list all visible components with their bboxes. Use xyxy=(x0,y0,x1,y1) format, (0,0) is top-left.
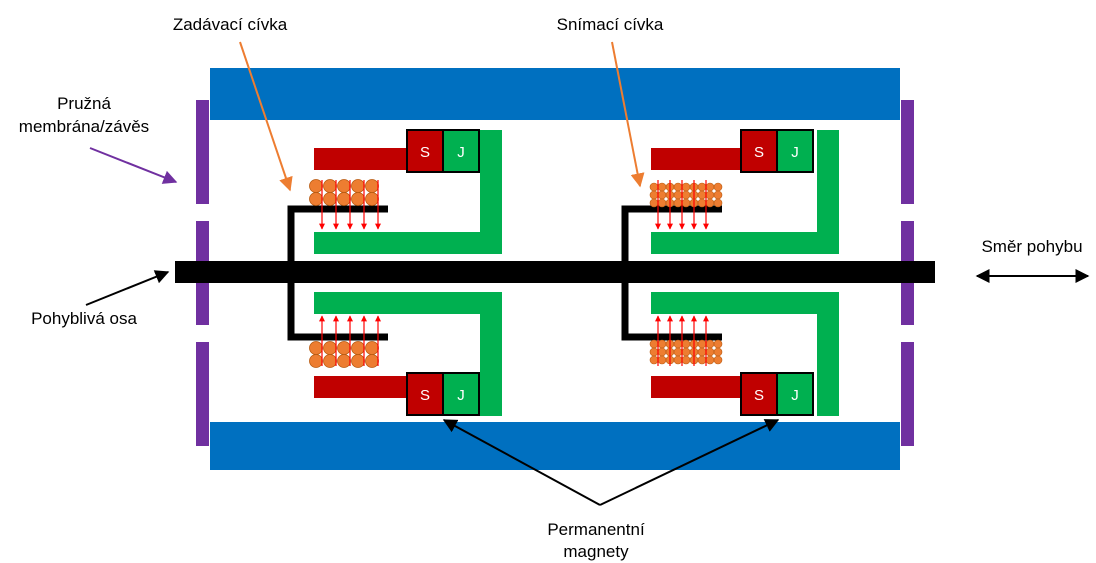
housing-bottom xyxy=(210,422,900,470)
magnet-south-top xyxy=(776,129,814,173)
housing-top xyxy=(210,68,900,120)
magnet-north-top xyxy=(406,129,444,173)
core-top xyxy=(651,232,839,254)
sense-coil-label: Snímací cívka xyxy=(557,15,664,34)
pole-south-label: J xyxy=(791,144,799,161)
membrane-left-top xyxy=(196,100,209,204)
drive-coil-top xyxy=(309,179,379,206)
flux-arrows-top xyxy=(319,180,381,230)
core-top-vertical xyxy=(480,130,502,254)
membrane-right-bottom xyxy=(901,342,914,446)
magnet-north-bottom xyxy=(740,372,778,416)
sense-coil-leader xyxy=(611,41,645,188)
drive-coil-label: Zadávací cívka xyxy=(173,15,288,34)
core-top xyxy=(314,232,502,254)
flux-arrows-top xyxy=(655,180,709,230)
pole-north-label: S xyxy=(420,387,430,404)
drive-coil-bottom xyxy=(309,341,379,368)
core-bottom-vertical xyxy=(480,292,502,416)
core-bottom-vertical xyxy=(817,292,839,416)
magnet-leader-right xyxy=(599,419,780,506)
pole-north-label: S xyxy=(754,144,764,161)
magnets-label-line1: Permanentní xyxy=(547,520,645,539)
magnet-bar-bottom xyxy=(314,376,408,398)
membrane-right-top xyxy=(901,100,914,204)
membrane-label-line1: Pružná xyxy=(57,94,111,113)
pole-north-label: S xyxy=(420,144,430,161)
sense-coil-top xyxy=(649,182,723,208)
flux-arrows-bottom xyxy=(319,315,381,366)
flux-arrows-bottom xyxy=(655,315,709,366)
membrane-leader xyxy=(89,147,178,184)
drive-unit: S J S J xyxy=(287,129,502,416)
membrane-left-bottom xyxy=(196,342,209,446)
axis-leader xyxy=(85,270,170,306)
magnet-bar-top xyxy=(314,148,408,170)
pole-south-label: J xyxy=(457,144,465,161)
magnet-north-top xyxy=(740,129,778,173)
magnet-bar-top xyxy=(651,148,745,170)
magnet-south-bottom xyxy=(776,372,814,416)
direction-label: Směr pohybu xyxy=(981,237,1082,256)
magnet-leader-left xyxy=(442,419,601,506)
magnet-south-top xyxy=(442,129,480,173)
moving-axis-label: Pohyblivá osa xyxy=(31,309,137,328)
sense-coil-bottom xyxy=(649,339,723,365)
pole-south-label: J xyxy=(457,387,465,404)
magnets-label-line2: magnety xyxy=(563,542,629,561)
magnet-south-bottom xyxy=(442,372,480,416)
drive-coil-leader xyxy=(239,41,293,192)
pole-north-label: S xyxy=(754,387,764,404)
membrane-label-line2: membrána/závěs xyxy=(19,117,149,136)
magnet-bar-bottom xyxy=(651,376,745,398)
pole-south-label: J xyxy=(791,387,799,404)
sense-unit: S J S J xyxy=(621,129,839,416)
core-bottom xyxy=(314,292,502,314)
moving-axis xyxy=(175,261,935,283)
core-bottom xyxy=(651,292,839,314)
core-top-vertical xyxy=(817,130,839,254)
